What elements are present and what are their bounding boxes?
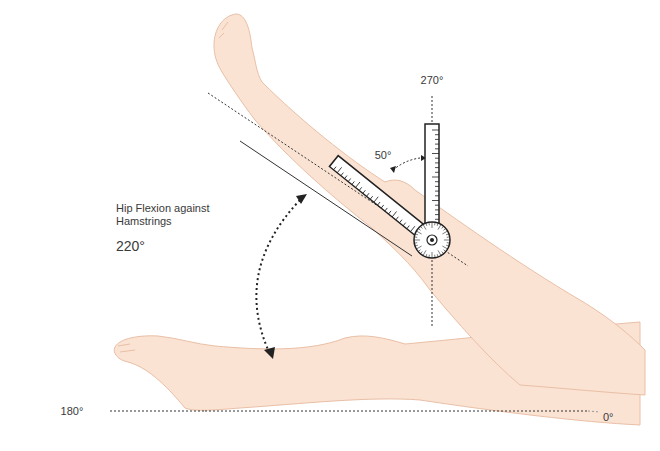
- raised-leg: [214, 14, 645, 395]
- scale-tick: [367, 193, 370, 196]
- scale-tick: [418, 228, 420, 230]
- scale-tick: [434, 222, 436, 225]
- arrowhead: [296, 194, 307, 204]
- angle-label: 180°: [61, 405, 84, 418]
- scale-tick: [442, 226, 444, 228]
- scale-tick: [434, 255, 436, 258]
- scale-tick: [442, 251, 444, 253]
- goniometer: [329, 124, 450, 258]
- scale-tick: [435, 219, 439, 220]
- scale-tick: [418, 250, 420, 252]
- scale-tick: [378, 202, 381, 205]
- scale-tick: [432, 153, 439, 154]
- measurement-title: Hip Flexion against Hamstrings: [116, 202, 226, 227]
- scale-tick: [392, 211, 396, 216]
- angle-label: 0°: [603, 411, 614, 424]
- scale-tick: [435, 181, 439, 182]
- scale-tick: [428, 255, 430, 258]
- scale-tick: [423, 224, 426, 229]
- scale-tick: [435, 148, 439, 149]
- scale-tick: [414, 240, 420, 241]
- scale-tick: [388, 211, 391, 214]
- scale-tick: [416, 246, 421, 249]
- scale-tick: [435, 144, 439, 145]
- scale-tick: [435, 191, 439, 192]
- scale-tick: [420, 251, 422, 253]
- scale-tick: [432, 200, 439, 201]
- scale-tick: [416, 231, 421, 234]
- scale-tick: [370, 196, 373, 199]
- scale-tick: [446, 245, 449, 246]
- scale-tick: [345, 176, 348, 179]
- scale-tick: [437, 254, 438, 257]
- scale-tick: [334, 167, 337, 170]
- range-arrow: [256, 200, 300, 354]
- scale-tick: [359, 187, 362, 190]
- scale-tick: [435, 162, 439, 163]
- scale-tick: [423, 250, 426, 255]
- angle-arc: [393, 158, 420, 170]
- scale-tick: [432, 222, 433, 228]
- arrowhead: [264, 347, 275, 359]
- scale-tick: [438, 250, 441, 255]
- scale-tick: [447, 236, 450, 238]
- scale-tick: [410, 226, 414, 231]
- scale-tick: [435, 195, 439, 196]
- scale-tick: [414, 242, 417, 244]
- scale-tick: [374, 197, 378, 202]
- scale-tick: [435, 172, 439, 173]
- scale-tick: [442, 246, 447, 249]
- angle-label: 270°: [421, 74, 444, 87]
- scale-tick: [428, 222, 430, 225]
- scale-tick: [396, 217, 399, 220]
- scale-tick: [348, 178, 351, 181]
- scale-tick: [403, 223, 406, 226]
- scale-tick: [435, 209, 439, 210]
- scale-tick: [447, 242, 450, 244]
- scale-tick: [435, 134, 439, 135]
- scale-tick: [414, 236, 417, 238]
- scale-tick: [437, 223, 438, 226]
- scale-tick: [432, 252, 433, 258]
- scale-tick: [426, 223, 427, 226]
- baseline-end: [588, 411, 600, 412]
- scale-tick: [420, 226, 422, 228]
- baseline-left: [110, 411, 205, 412]
- scale-tick: [432, 130, 439, 131]
- scale-tick: [415, 245, 418, 246]
- arrowhead: [390, 166, 396, 173]
- scale-tick: [435, 139, 439, 140]
- scale-tick: [432, 177, 439, 178]
- leg-axis: [208, 93, 468, 266]
- scale-tick: [446, 234, 449, 235]
- scale-tick: [341, 173, 344, 176]
- scale-tick: [352, 181, 355, 184]
- scale-tick: [399, 220, 402, 223]
- scale-tick: [435, 205, 439, 206]
- scale-tick: [442, 231, 447, 234]
- scale-tick: [435, 186, 439, 187]
- scale-tick: [443, 250, 445, 252]
- baseline: [205, 411, 588, 412]
- scale-tick: [415, 234, 418, 235]
- scale-tick: [337, 167, 341, 172]
- scale-tick: [356, 182, 360, 187]
- scale-tick: [426, 254, 427, 257]
- scale-tick: [363, 190, 366, 193]
- scale-tick: [435, 214, 439, 215]
- measurement-value: 220°: [116, 238, 145, 254]
- scale-tick: [435, 167, 439, 168]
- scale-tick: [444, 240, 450, 241]
- scale-tick: [407, 226, 410, 229]
- scale-tick: [385, 208, 388, 211]
- scale-tick: [381, 205, 384, 208]
- scale-tick: [443, 228, 445, 230]
- scale-tick: [438, 224, 441, 229]
- scale-tick: [435, 158, 439, 159]
- angle-label: 50°: [375, 149, 392, 162]
